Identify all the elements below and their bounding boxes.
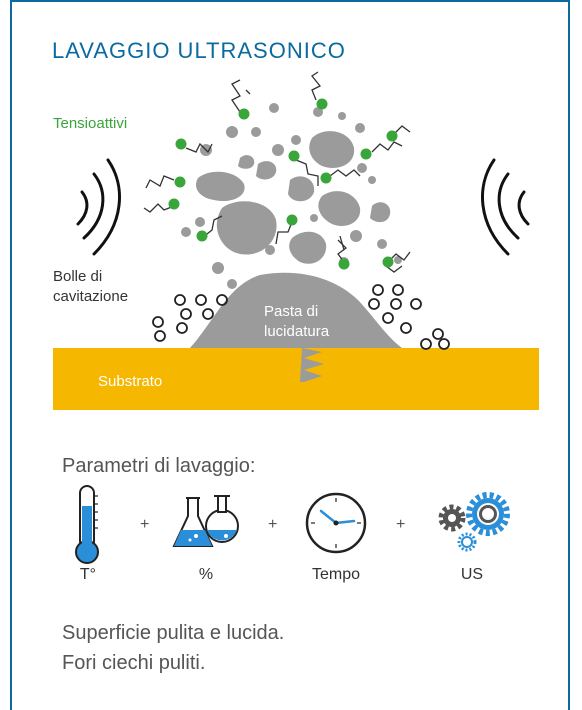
dirt-particles: [181, 103, 402, 289]
paste-label-line2: lucidatura: [264, 323, 330, 340]
clock-icon: [305, 492, 367, 554]
param-label-percent: %: [198, 566, 214, 583]
param-label-time: Tempo: [311, 566, 361, 583]
surfactant-molecules: [143, 71, 411, 273]
param-label-us: US: [460, 566, 484, 583]
ultrasound-waves-right: [481, 158, 530, 256]
diagram-title: LAVAGGIO ULTRASONICO: [52, 38, 346, 63]
polishing-paste: [190, 272, 402, 348]
gears-icon: [438, 492, 510, 552]
flask-icon: [172, 495, 239, 547]
thermometer-icon: [75, 485, 99, 564]
plus-sign: +: [268, 516, 278, 533]
ultrasound-waves-left: [76, 158, 121, 256]
result-line-1: Superficie pulita e lucida.: [62, 622, 285, 644]
cavitation-bubbles: [152, 284, 450, 350]
paste-label-line1: Pasta di: [264, 303, 319, 320]
plus-sign: +: [396, 516, 406, 533]
param-label-temperature: T°: [79, 566, 97, 583]
paste-crack: [300, 348, 324, 382]
bubbles-label-line1: Bolle di: [53, 268, 103, 285]
substrate-label: Substrato: [98, 373, 163, 390]
bubbles-label-line2: cavitazione: [53, 288, 129, 305]
result-line-2: Fori ciechi puliti.: [62, 652, 206, 674]
parameters-heading: Parametri di lavaggio:: [62, 455, 256, 477]
plus-sign: +: [140, 516, 150, 533]
surfactants-label: Tensioattivi: [53, 115, 128, 132]
substrate-bar: [53, 348, 539, 410]
